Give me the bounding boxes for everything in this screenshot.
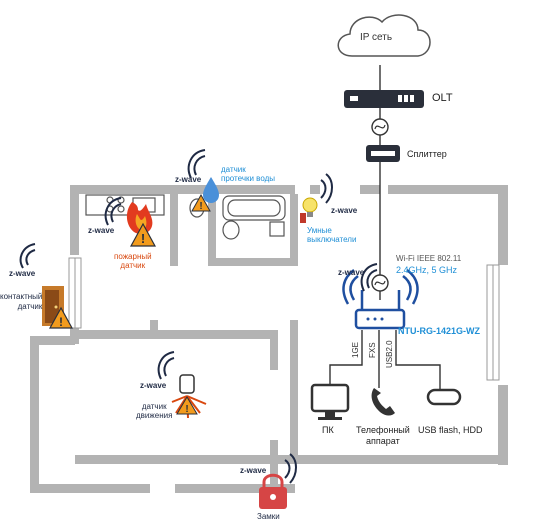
zwave-signal-icon-door [19, 243, 36, 269]
zwave-label-door: z-wave [9, 269, 36, 278]
port-1ge-label: 1GE [351, 341, 360, 358]
lock-label: Замки [257, 512, 280, 521]
phone-label-line2: аппарат [366, 436, 400, 446]
water-sensor-label-line2: протечки воды [221, 174, 276, 183]
motion-sensor-label: датчик движения [136, 402, 172, 420]
svg-text:!: ! [59, 315, 63, 329]
motion-sensor-label-line1: датчик [141, 402, 167, 411]
olt-device-icon [344, 90, 424, 108]
zwave-signal-icon-water [187, 149, 206, 179]
door-sensor-label-line2: датчик [17, 302, 43, 311]
switch-label: Умные выключатели [307, 226, 356, 244]
svg-text:!: ! [185, 404, 188, 415]
wifi-bands-label: 2.4GHz, 5 GHz [396, 265, 458, 275]
smart-switch-icon [300, 213, 306, 223]
window-right [486, 264, 500, 381]
usb-label: USB flash, HDD [418, 425, 483, 435]
warning-icon-fire: ! [129, 222, 157, 247]
switch-label-line2: выключатели [307, 235, 357, 244]
fire-sensor-label-line1: пожарный [114, 252, 152, 261]
water-sensor-label: датчик протечки воды [221, 165, 275, 183]
lock-icon [259, 473, 287, 509]
pc-label: ПК [322, 425, 334, 435]
window-left [68, 257, 82, 329]
kitchen-stove-icon [85, 194, 165, 216]
bathtub-icon [222, 195, 286, 221]
router-model-label: NTU-RG-1421G-WZ [398, 326, 481, 336]
motion-sensor-label-line2: движения [136, 411, 173, 420]
router-icon [354, 290, 406, 330]
switch-label-line1: Умные [307, 226, 332, 235]
splitter-icon [366, 145, 400, 162]
zwave-signal-icon-motion [157, 351, 175, 380]
wifi-standard-label: Wi-Fi IEEE 802.11 [396, 254, 462, 263]
phone-label: Телефонный аппарат [356, 425, 410, 447]
cloud-icon [337, 14, 431, 57]
zwave-signal-icon-router [360, 263, 378, 292]
door-sensor-label-line1: контактный [0, 292, 43, 301]
phone-icon [371, 388, 395, 416]
phone-label-line1: Телефонный [356, 425, 410, 435]
fiber-connector-2-icon [371, 274, 389, 292]
zwave-label-switch: z-wave [331, 206, 358, 215]
warning-icon-motion: ! [176, 396, 198, 415]
warning-icon-water: ! [191, 193, 211, 212]
zwave-label-motion: z-wave [140, 381, 167, 390]
fire-sensor-label-line2: датчик [120, 261, 146, 270]
zwave-signal-icon-switch [320, 173, 333, 204]
zwave-label-router: z-wave [338, 268, 365, 277]
zwave-label-lock: z-wave [240, 466, 267, 475]
zwave-signal-icon-lock [284, 453, 297, 484]
floorplan-walls [30, 185, 508, 493]
svg-text:!: ! [199, 201, 202, 212]
fire-sensor-label: пожарный датчик [114, 252, 152, 270]
zwave-signal-icon-fire [104, 197, 122, 226]
pc-icon [310, 383, 350, 420]
warning-icon-door: ! [48, 306, 74, 329]
water-drop-icon [203, 177, 219, 203]
olt-label: OLT [432, 92, 453, 104]
svg-text:!: ! [141, 231, 145, 246]
usb-flash-icon [426, 388, 462, 406]
door-sensor-label: контактный датчик [0, 292, 42, 312]
splitter-label: Сплиттер [407, 149, 447, 159]
water-sensor-label-line1: датчик [221, 165, 246, 174]
fiber-connector-icon [371, 118, 389, 136]
zwave-label-water: z-wave [175, 175, 202, 184]
port-usb-label: USB2.0 [385, 340, 394, 368]
port-fxs-label: FXS [368, 342, 377, 358]
cloud-label: IP сеть [360, 32, 393, 43]
light-bulb-icon [302, 197, 318, 217]
router-wifi-icon [342, 268, 419, 305]
zwave-label-fire: z-wave [88, 226, 115, 235]
